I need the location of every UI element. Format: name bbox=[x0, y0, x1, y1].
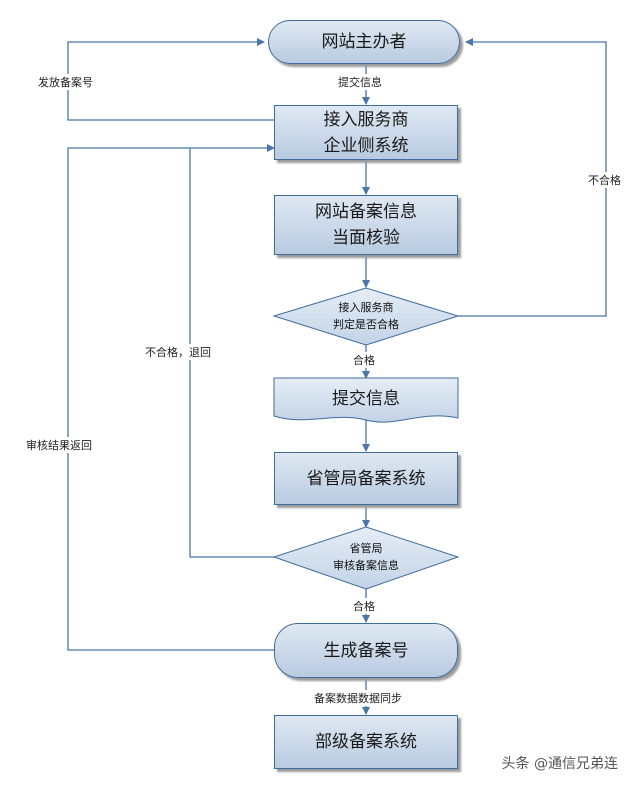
node-sponsor-label: 网站主办者 bbox=[321, 32, 407, 52]
node-verify-label: 网站备案信息 当面核验 bbox=[315, 202, 417, 248]
label-sync: 备案数据数据同步 bbox=[314, 690, 402, 706]
node-verify: 网站备案信息 当面核验 bbox=[274, 195, 458, 255]
node-isp-system-label: 接入服务商 企业侧系统 bbox=[323, 109, 409, 156]
arrow-fail-right-loop bbox=[458, 38, 607, 317]
node-isp-decision-label: 接入服务商 判定是否合格 bbox=[333, 301, 399, 331]
submit-document-shape bbox=[273, 377, 459, 423]
label-issue-id: 发放备案号 bbox=[38, 74, 93, 90]
node-provincial-system-label: 省管局备案系统 bbox=[306, 468, 426, 489]
node-ministry-system-label: 部级备案系统 bbox=[315, 732, 417, 752]
isp-decision-diamond bbox=[272, 287, 460, 346]
label-fail-return: 不合格，退回 bbox=[145, 344, 211, 360]
arrow-review-return-loop bbox=[67, 147, 274, 651]
node-submit-doc-label: 提交信息 bbox=[332, 388, 400, 409]
node-generate-id-label: 生成备案号 bbox=[323, 640, 409, 661]
label-review-return: 审核结果返回 bbox=[26, 437, 92, 453]
node-generate-id: 生成备案号 bbox=[274, 623, 458, 678]
arrow-issue-id-loop bbox=[67, 38, 274, 121]
label-pass-2: 合格 bbox=[353, 598, 375, 614]
label-pass-1: 合格 bbox=[353, 352, 375, 368]
node-isp-system: 接入服务商 企业侧系统 bbox=[274, 105, 458, 160]
node-ministry-system: 部级备案系统 bbox=[274, 715, 458, 769]
node-submit-doc: 提交信息 bbox=[274, 379, 458, 413]
node-provincial-system: 省管局备案系统 bbox=[274, 452, 458, 505]
node-provincial-review-label: 省管局 审核备案信息 bbox=[333, 542, 399, 572]
watermark: 头条 @通信兄弟连 bbox=[501, 756, 618, 772]
label-fail-right: 不合格 bbox=[588, 172, 621, 188]
node-sponsor: 网站主办者 bbox=[268, 20, 460, 64]
label-submit-info: 提交信息 bbox=[338, 74, 382, 90]
provincial-review-diamond bbox=[272, 526, 460, 590]
